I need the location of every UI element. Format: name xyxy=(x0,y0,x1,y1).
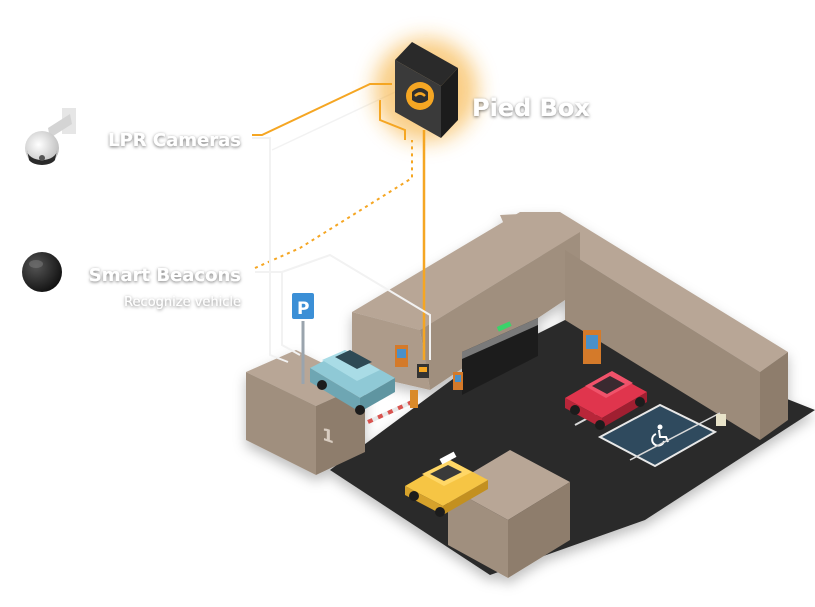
entrance-block-front xyxy=(246,372,316,475)
entrance-number: 1 xyxy=(322,425,334,448)
lpr-to-pied-line xyxy=(252,83,392,136)
parking-sign-icon: P xyxy=(290,291,316,384)
car-red xyxy=(565,371,647,430)
beacon-to-pied-line xyxy=(254,140,413,269)
lpr-cameras-label: LPR Cameras xyxy=(108,130,241,151)
pied-box-device xyxy=(374,38,478,142)
front-block-top xyxy=(448,450,570,520)
wall-inner-back xyxy=(420,232,580,390)
car-blue-suv xyxy=(310,350,395,415)
smart-beacons-label: Smart Beacons xyxy=(89,265,241,286)
wall-inner-right xyxy=(565,250,760,440)
beacon-to-floor-line xyxy=(255,271,301,356)
wall-top-right xyxy=(520,212,788,372)
garage-door xyxy=(462,318,538,395)
recognize-vehicle-label: Recognize vehicle xyxy=(124,295,241,310)
pied-box-label: Pied Box xyxy=(472,94,590,122)
car-taxi xyxy=(405,451,488,517)
dome-camera-icon xyxy=(25,108,76,166)
callout-lines xyxy=(252,83,431,363)
beacon-icon xyxy=(22,252,62,292)
pied-box-logo-icon xyxy=(406,82,434,110)
parking-building xyxy=(246,212,815,578)
svg-text:P: P xyxy=(297,299,309,319)
